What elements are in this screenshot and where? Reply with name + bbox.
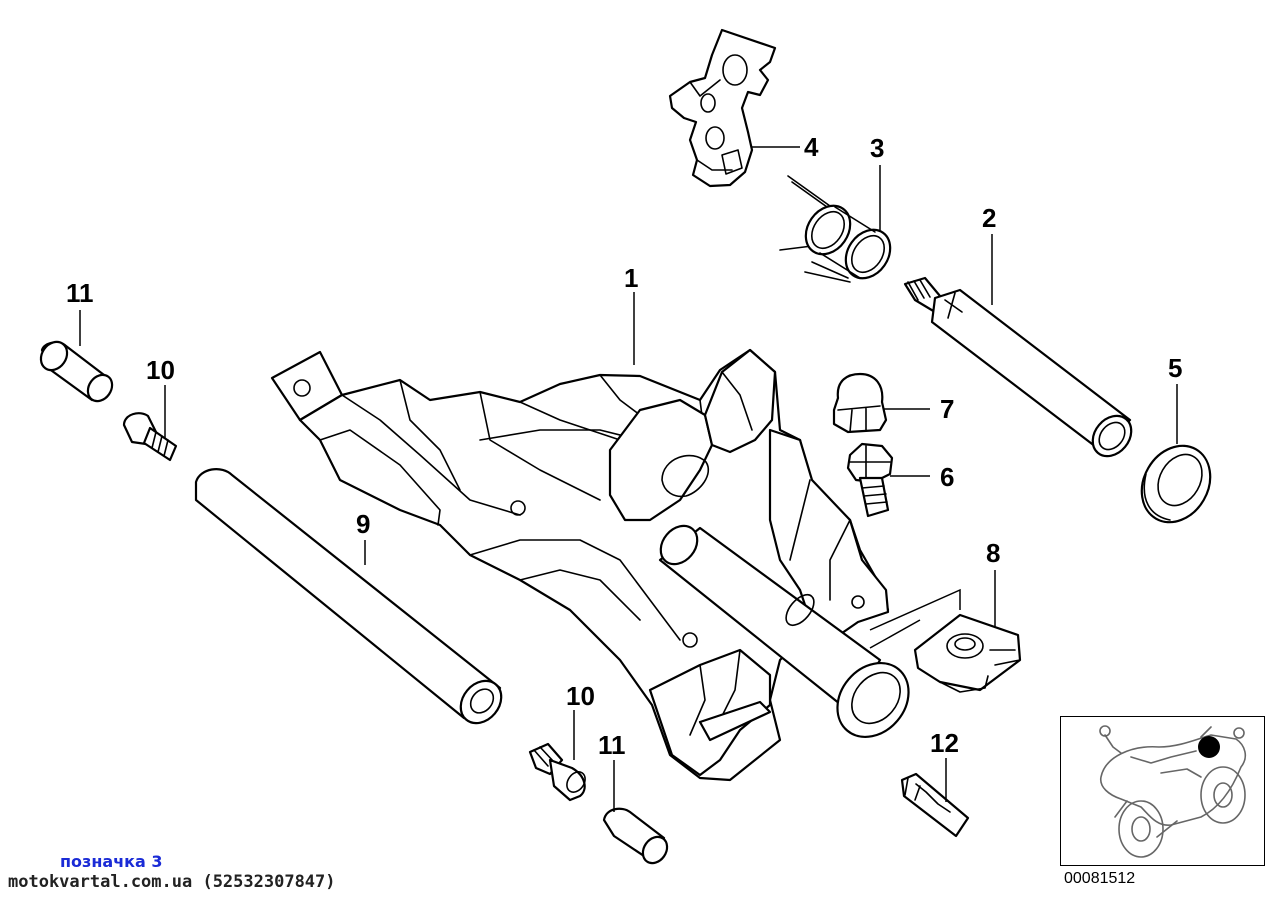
callout-6: 6 [940, 462, 954, 492]
tag-label: позначка 3 [60, 852, 163, 871]
part-10-screw-upper [122, 412, 178, 462]
part-7-cap-nut [832, 372, 888, 434]
site-watermark: motokvartal.com.ua (52532307847) [8, 872, 336, 892]
callout-8: 8 [986, 538, 1000, 568]
callout-2: 2 [982, 203, 996, 233]
location-thumbnail [1060, 716, 1265, 866]
callout-5: 5 [1168, 353, 1182, 383]
part-4-bracket-plate [668, 28, 777, 188]
callout-1: 1 [624, 263, 638, 293]
part-9-tube [194, 468, 503, 725]
part-1-frame [270, 348, 910, 782]
callout-11-upper: 11 [66, 278, 94, 308]
part-12-rivet [900, 772, 970, 838]
callout-7: 7 [940, 394, 954, 424]
callout-11-lower: 11 [598, 730, 626, 760]
callout-10-lower: 10 [566, 681, 595, 711]
callout-4: 4 [804, 132, 819, 162]
callout-12: 12 [930, 728, 959, 758]
part-6-bolt [846, 442, 894, 518]
part-3-spring [779, 175, 892, 283]
callout-9: 9 [356, 509, 370, 539]
part-2-shaft [903, 276, 1133, 458]
part-5-ring [1140, 444, 1212, 524]
part-11-sleeve-upper [39, 340, 114, 403]
part-8-clip-nut [913, 613, 1022, 693]
part-10-screw-lower [528, 742, 586, 802]
part-11-sleeve-lower [602, 807, 669, 865]
motorcycle-icon [1099, 725, 1247, 858]
location-marker [1198, 736, 1220, 758]
callout-3: 3 [870, 133, 884, 163]
diagram-ref-number: 00081512 [1064, 870, 1136, 887]
leader-lines [79, 146, 1178, 812]
callout-10-upper: 10 [146, 355, 175, 385]
